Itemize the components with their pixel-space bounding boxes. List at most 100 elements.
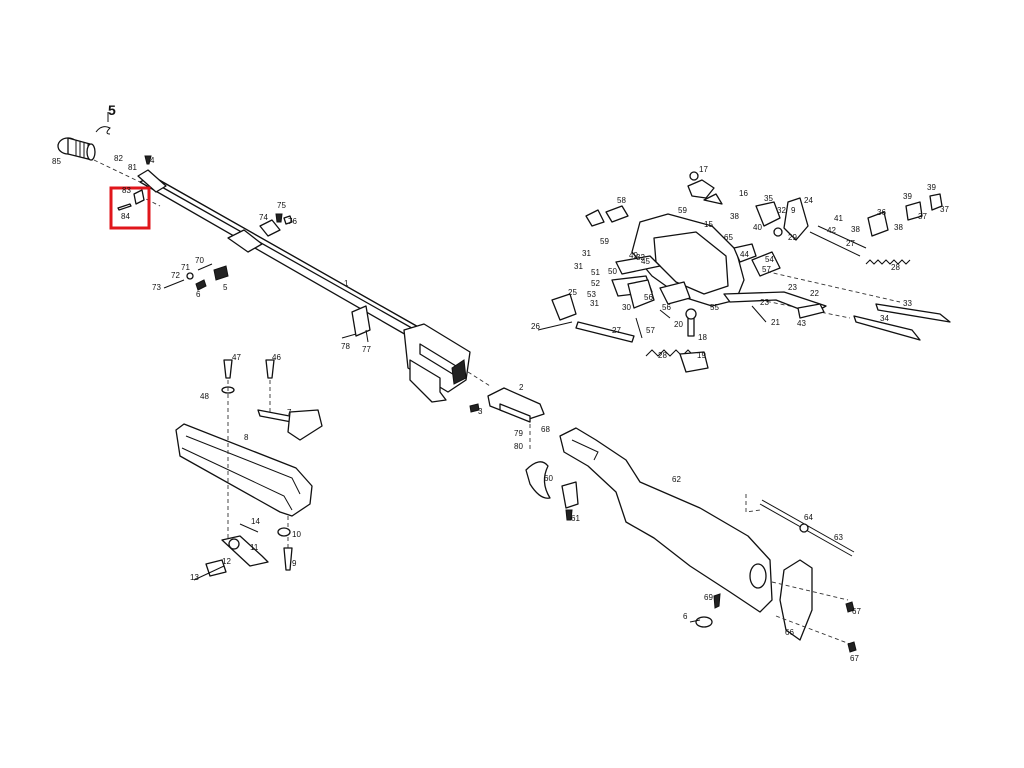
label-65: 65 — [724, 233, 733, 242]
label-68: 68 — [541, 425, 550, 434]
label-81: 81 — [128, 163, 137, 172]
label-30: 30 — [622, 303, 631, 312]
part-stock-rod-63 — [759, 499, 855, 557]
label-67b: 67 — [850, 654, 859, 663]
label-70: 70 — [195, 256, 204, 265]
label-29: 29 — [788, 233, 797, 242]
label-3: 3 — [478, 407, 483, 416]
label-75: 75 — [277, 201, 286, 210]
label-38b: 38 — [851, 225, 860, 234]
part-magazine-spring-group — [645, 303, 825, 373]
label-35: 35 — [764, 194, 773, 203]
label-27a: 27 — [846, 239, 855, 248]
label-26: 26 — [531, 322, 540, 331]
label-79: 79 — [514, 429, 523, 438]
part-rods-and-springs — [723, 225, 951, 341]
label-24: 24 — [804, 196, 813, 205]
label-13: 13 — [190, 573, 199, 582]
label-56a: 56 — [644, 293, 653, 302]
label-58: 58 — [617, 196, 626, 205]
label-31c: 31 — [590, 299, 599, 308]
label-40: 40 — [753, 223, 762, 232]
part-pin-84 — [117, 203, 132, 211]
label-18: 18 — [698, 333, 707, 342]
part-trigger-guard-group — [193, 523, 293, 581]
part-trigger-housing — [611, 213, 745, 307]
label-31b: 31 — [574, 262, 583, 271]
label-41: 41 — [834, 214, 843, 223]
part-screw-67b — [847, 641, 857, 653]
label-55: 55 — [710, 303, 719, 312]
label-43: 43 — [797, 319, 806, 328]
part-screws-46-47 — [221, 359, 275, 394]
label-42: 42 — [827, 226, 836, 235]
label-57a: 57 — [762, 265, 771, 274]
label-21: 21 — [771, 318, 780, 327]
part-rear-sight-group — [259, 213, 293, 237]
label-15: 15 — [704, 220, 713, 229]
label-9: 9 — [292, 559, 297, 568]
label-71: 71 — [181, 263, 190, 272]
label-69: 69 — [704, 593, 713, 602]
label-83: 83 — [122, 186, 131, 195]
label-73: 73 — [152, 283, 161, 292]
label-2: 2 — [519, 383, 524, 392]
part-hammer-group — [585, 171, 723, 227]
label-80: 80 — [514, 442, 523, 451]
label-76: 76 — [288, 217, 297, 226]
part-sling-swivel-7 — [257, 409, 323, 441]
label-53: 53 — [587, 290, 596, 299]
part-screw-4 — [144, 155, 152, 165]
label-59a: 59 — [678, 206, 687, 215]
part-screw-3 — [469, 403, 480, 413]
label-17: 17 — [699, 165, 708, 174]
label-38a: 38 — [730, 212, 739, 221]
label-59b: 59 — [600, 237, 609, 246]
label-49: 49 — [629, 251, 638, 260]
label-7: 7 — [287, 408, 292, 417]
highlight-box — [109, 186, 151, 230]
part-stock — [559, 427, 773, 613]
part-front-band-screws — [163, 263, 229, 291]
label-48: 48 — [200, 392, 209, 401]
label-52: 52 — [591, 279, 600, 288]
label-23a: 23 — [788, 283, 797, 292]
label-51: 51 — [591, 268, 600, 277]
label-37a: 37 — [918, 212, 927, 221]
label-56b: 56 — [662, 303, 671, 312]
label-45: 45 — [641, 257, 650, 266]
part-slide — [487, 387, 545, 423]
label-46: 46 — [272, 353, 281, 362]
label-5-big: 5 — [108, 102, 116, 118]
label-9b: 9 — [791, 206, 796, 215]
label-39a: 39 — [903, 192, 912, 201]
label-34: 34 — [880, 314, 889, 323]
label-23b: 23 — [760, 298, 769, 307]
part-barrel — [137, 169, 427, 337]
label-33: 33 — [903, 299, 912, 308]
label-82: 82 — [114, 154, 123, 163]
label-84: 84 — [121, 212, 130, 221]
label-6b: 6 — [683, 612, 688, 621]
label-19: 19 — [697, 351, 706, 360]
label-64: 64 — [804, 513, 813, 522]
label-4: 4 — [150, 156, 155, 165]
part-labels: 5 85 82 81 4 83 84 75 74 76 70 71 72 73 … — [52, 102, 949, 663]
label-25: 25 — [568, 288, 577, 297]
label-66: 66 — [785, 628, 794, 637]
label-22: 22 — [810, 289, 819, 298]
label-78: 78 — [341, 342, 350, 351]
label-39b: 39 — [927, 183, 936, 192]
label-44: 44 — [740, 250, 749, 259]
part-screw-67a — [845, 601, 855, 613]
part-stud-83 — [133, 189, 145, 205]
label-63: 63 — [834, 533, 843, 542]
part-handguard — [175, 423, 313, 517]
label-12: 12 — [222, 557, 231, 566]
label-32b: 32 — [636, 253, 645, 262]
label-11: 11 — [250, 543, 259, 552]
label-8: 8 — [244, 433, 249, 442]
label-27b: 27 — [612, 326, 621, 335]
part-receiver — [403, 323, 471, 403]
label-32a: 32 — [777, 206, 786, 215]
